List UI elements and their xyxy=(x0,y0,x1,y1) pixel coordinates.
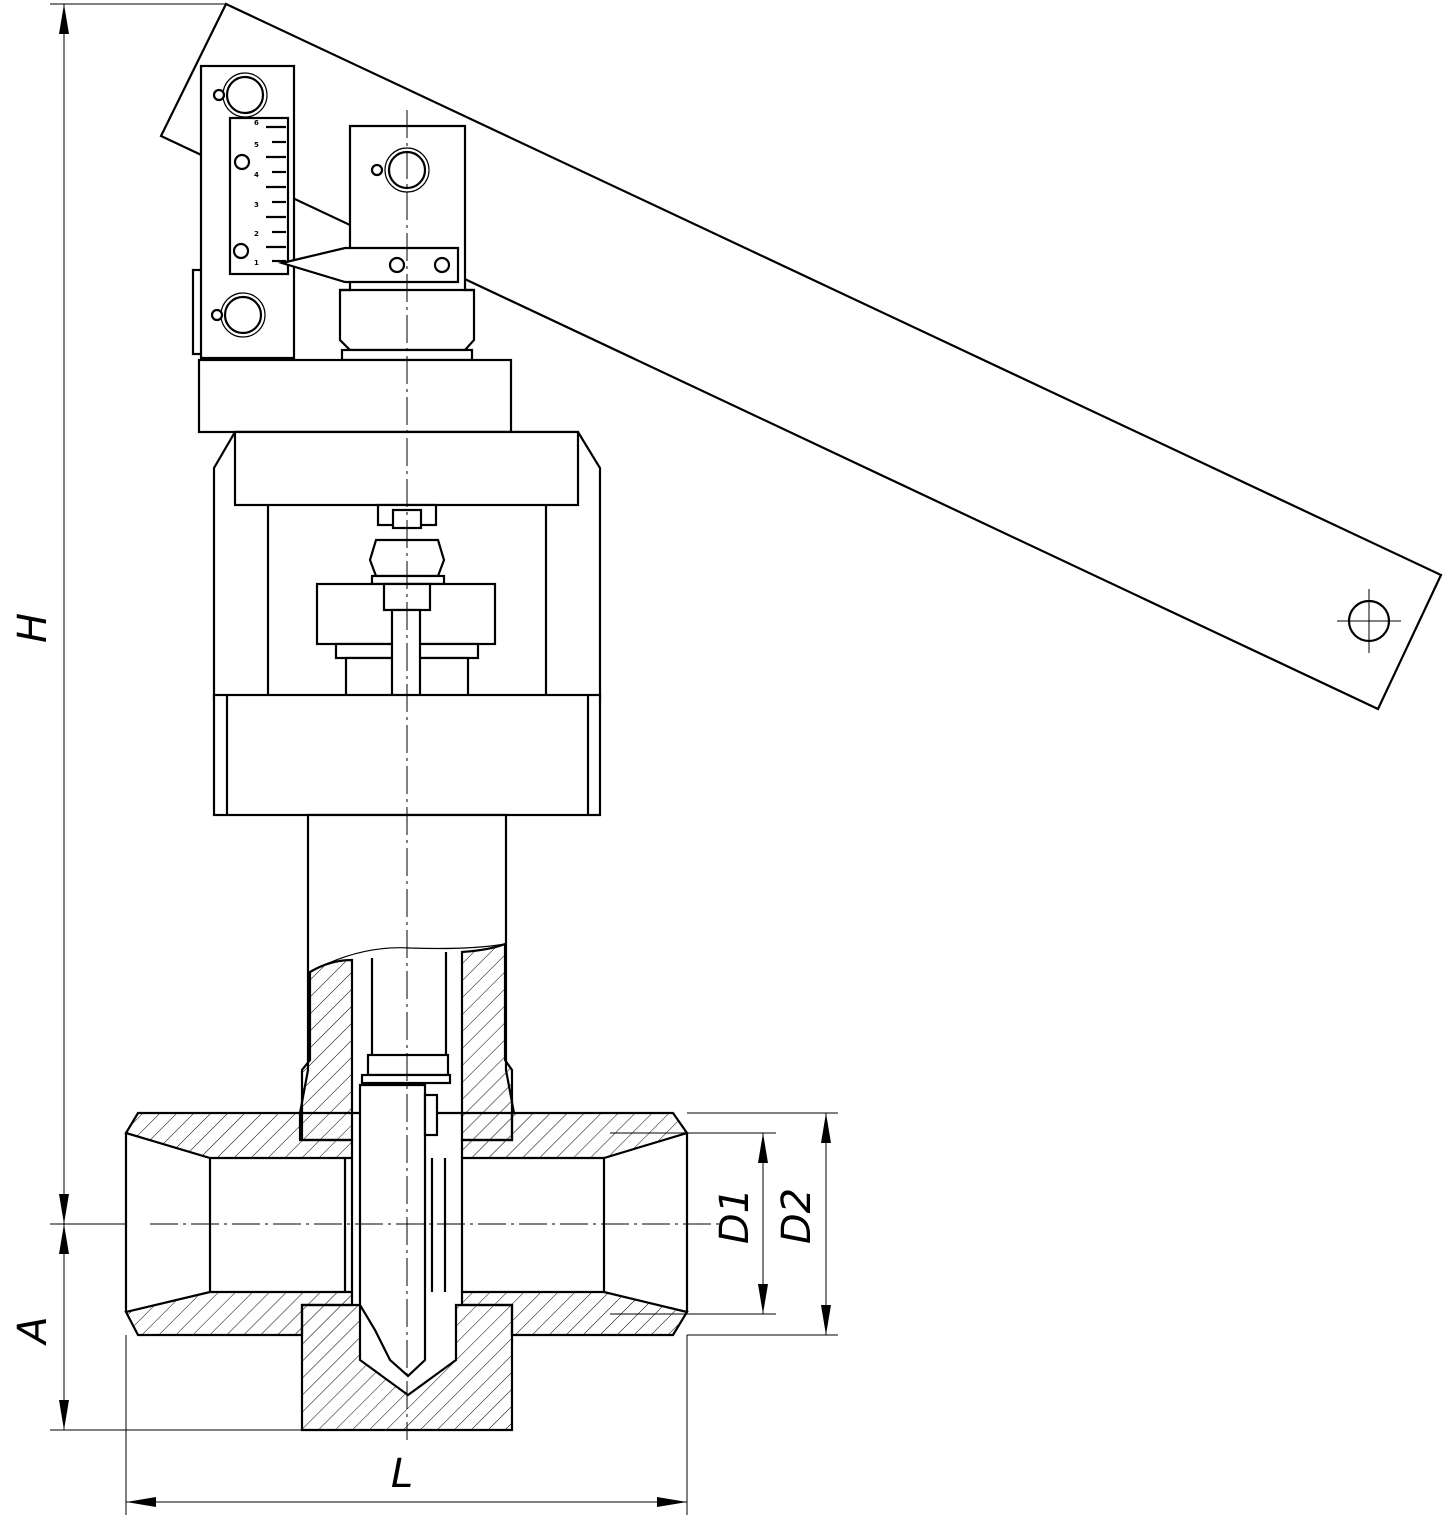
pointer-needle xyxy=(277,246,460,284)
scale-plate: 6 5 4 3 2 1 xyxy=(191,64,296,360)
lever-handle xyxy=(159,2,1443,711)
dimension-h: H xyxy=(10,3,226,1225)
scale-ticks xyxy=(266,125,286,263)
dimension-d2-label: D2 xyxy=(774,1188,820,1244)
valve-body xyxy=(124,1111,689,1432)
dimension-a: A xyxy=(10,1224,302,1431)
tick-label: 4 xyxy=(254,171,259,179)
tick-label: 1 xyxy=(254,259,259,267)
tick-label: 5 xyxy=(254,141,259,149)
dimension-l: L xyxy=(125,1335,688,1515)
scale-tick-labels: 6 5 4 3 2 1 xyxy=(254,119,259,267)
dimension-h-label: H xyxy=(10,613,56,643)
tick-label: 2 xyxy=(254,230,259,238)
tick-label: 3 xyxy=(254,201,259,209)
dimension-d1-label: D1 xyxy=(712,1188,758,1244)
spindle-plug xyxy=(343,1083,464,1378)
center-lines xyxy=(150,110,720,1440)
top-block xyxy=(197,358,513,434)
dimension-l-label: L xyxy=(391,1451,413,1497)
top-screw-icon xyxy=(212,72,268,118)
bottom-screw-icon xyxy=(210,292,266,338)
bonnet-nut xyxy=(212,693,602,817)
dimension-d2: D2 xyxy=(687,1112,838,1336)
tick-label: 6 xyxy=(254,119,259,127)
lever-hub xyxy=(277,124,476,362)
dimension-a-label: A xyxy=(10,1316,56,1346)
dimension-d1: D1 xyxy=(610,1132,776,1315)
